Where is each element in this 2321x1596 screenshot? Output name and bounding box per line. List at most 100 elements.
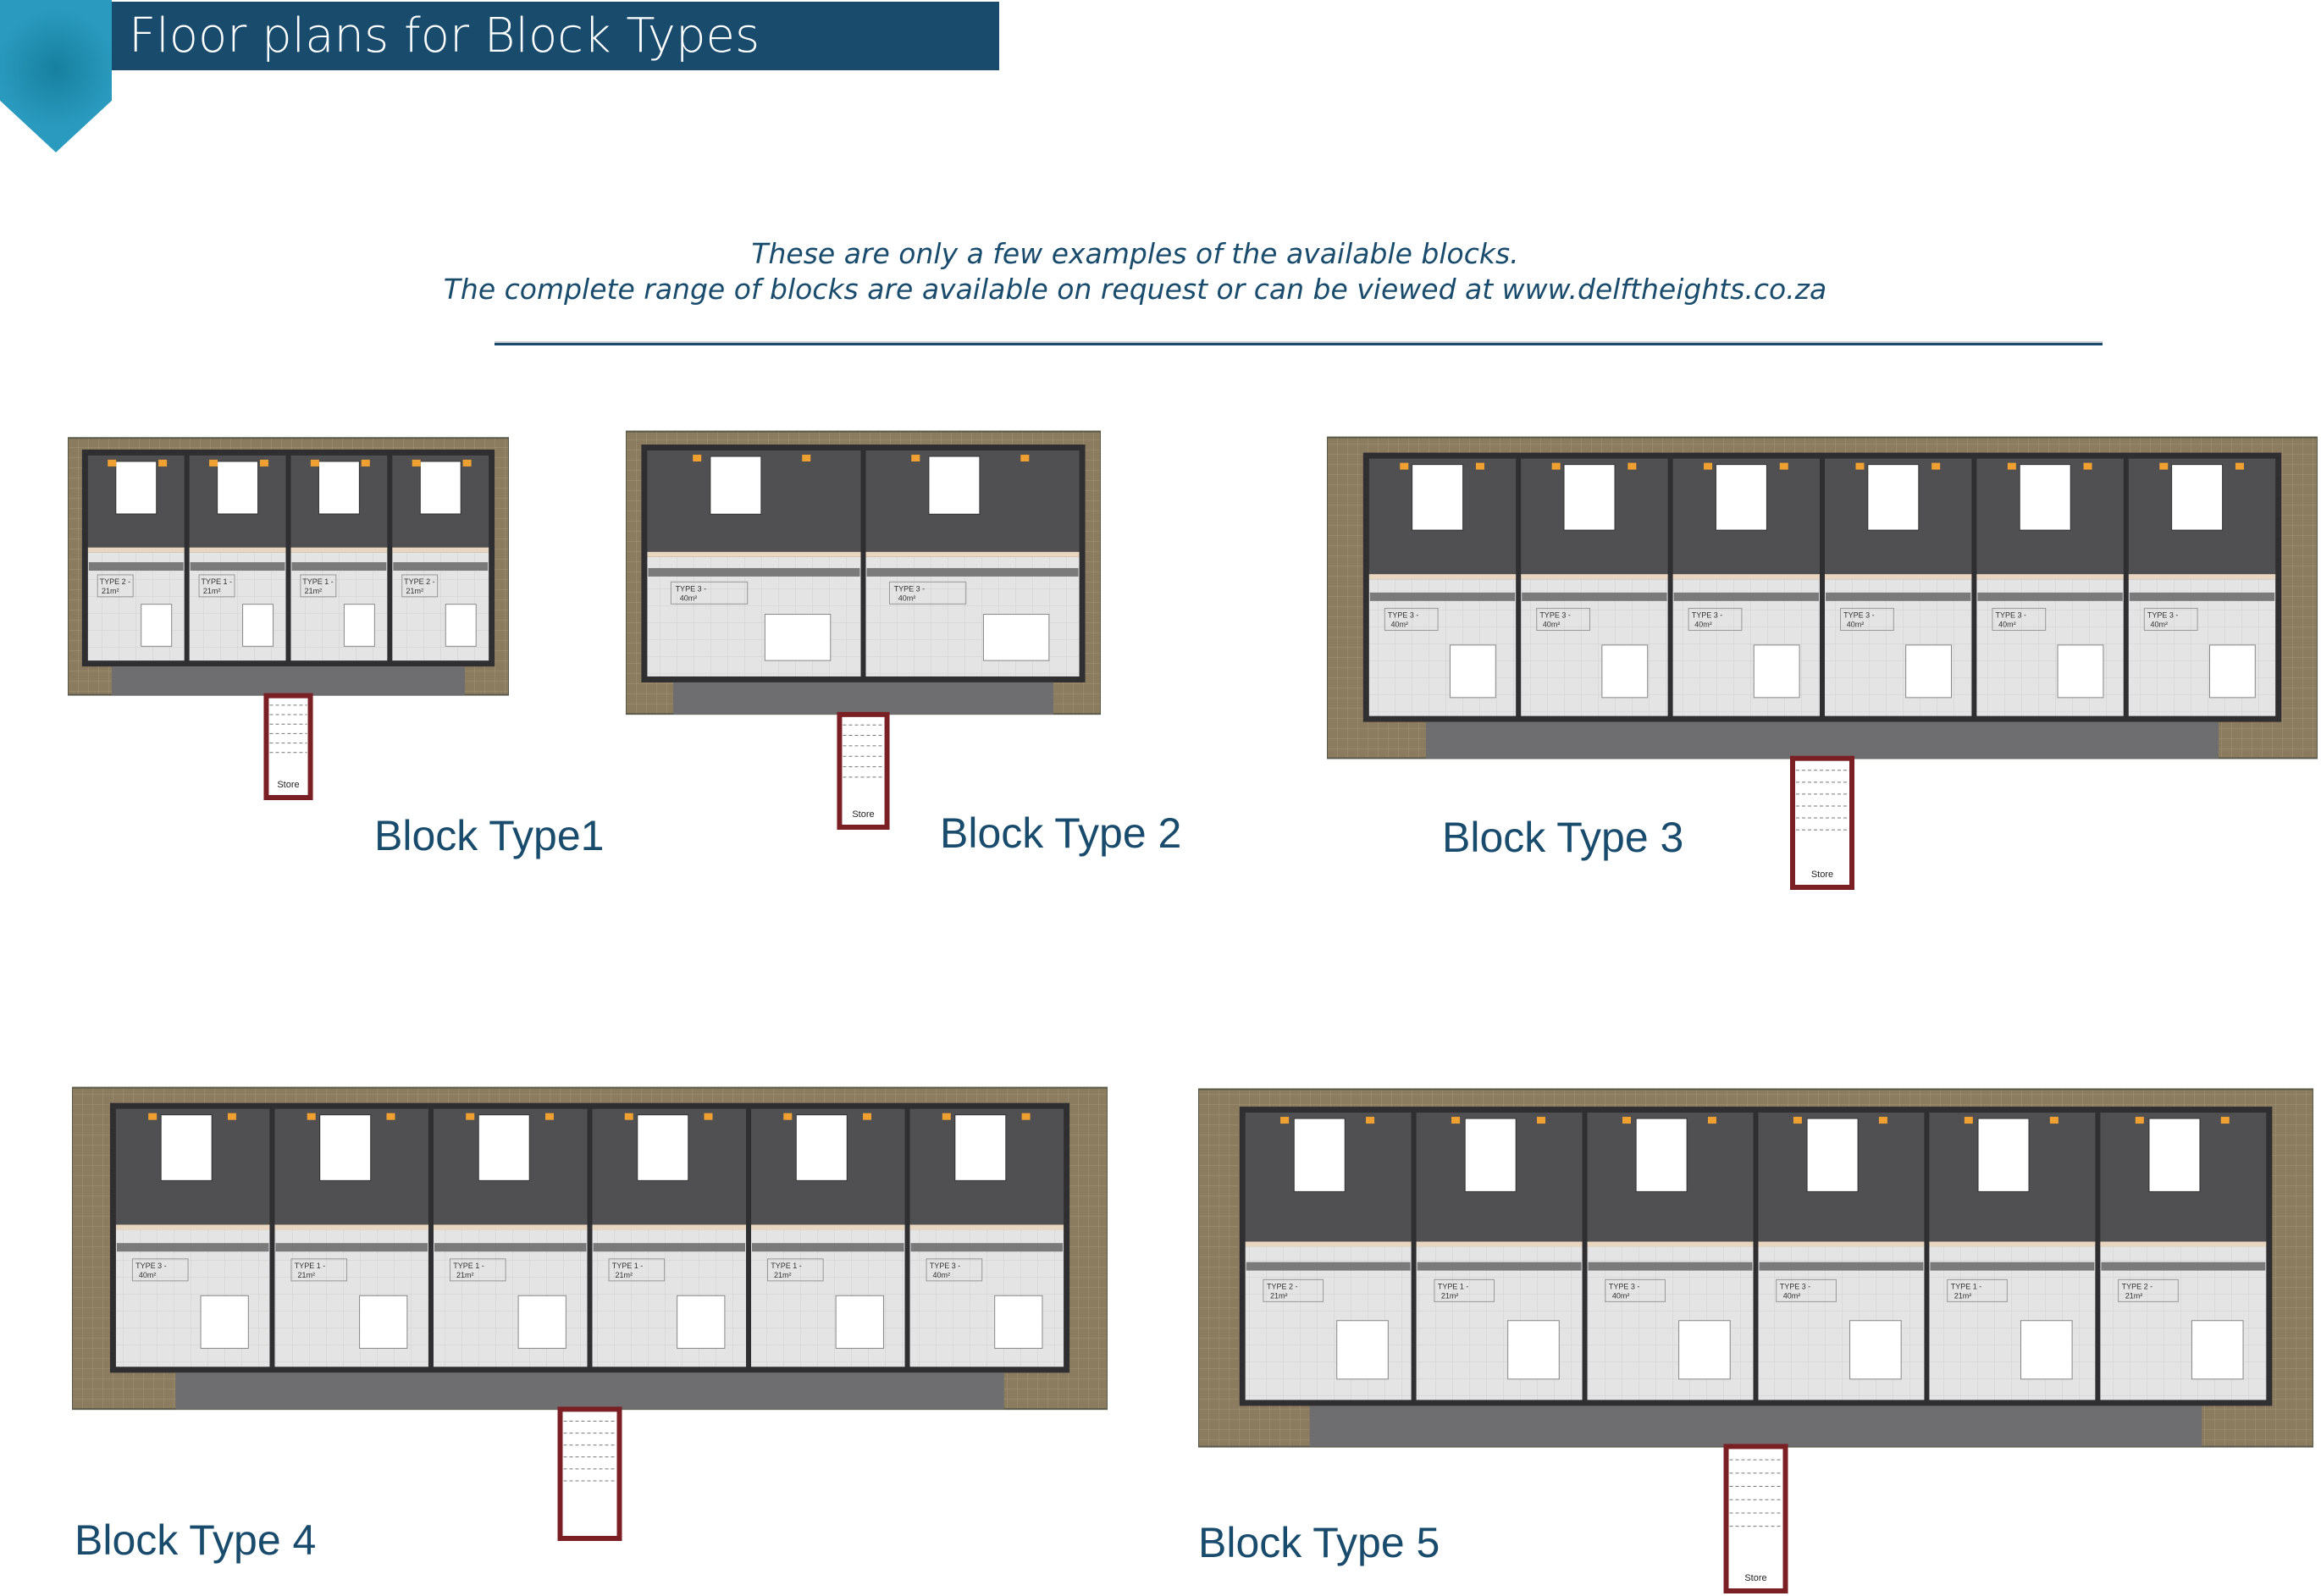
unit-area-label: 21m² <box>1270 1291 1288 1300</box>
lamp-icon <box>310 459 319 467</box>
interior-wall <box>115 1224 270 1230</box>
interior-wall <box>2100 1241 2267 1247</box>
bed-icon <box>710 456 762 515</box>
unit: TYPE 3 -40m² <box>1825 458 1972 716</box>
unit-type-label: TYPE 2 - <box>404 577 435 586</box>
lamp-icon <box>148 1113 157 1120</box>
unit-type-label: TYPE 1 - <box>302 577 334 586</box>
bath-icon <box>445 604 477 647</box>
unit-area-label: 21m² <box>616 1271 633 1279</box>
interior-wall <box>1587 1241 1754 1247</box>
interior-wall <box>1368 574 1517 580</box>
lamp-icon <box>1475 462 1484 470</box>
intro-line-2: The complete range of blocks are availab… <box>443 273 1827 306</box>
unit-label-box <box>1776 1278 1837 1302</box>
kitchen-counter <box>1673 592 1819 601</box>
lamp-icon <box>911 455 920 462</box>
lamp-icon <box>108 459 117 467</box>
interior-wall <box>1672 574 1820 580</box>
interior-wall <box>189 547 286 553</box>
unit-area-label: 21m² <box>2125 1291 2143 1300</box>
bed-icon <box>115 461 157 515</box>
lamp-icon <box>1280 1117 1290 1124</box>
bed-icon <box>928 456 981 515</box>
unit-type-label: TYPE 2 - <box>1267 1282 1298 1290</box>
stairwell <box>837 711 890 830</box>
bath-icon <box>1678 1320 1731 1380</box>
unit: TYPE 1 -21m² <box>189 455 286 661</box>
unit: TYPE 3 -40m² <box>2128 458 2276 716</box>
lamp-icon <box>1400 462 1409 470</box>
bed-icon <box>1635 1118 1688 1192</box>
unit-label-box <box>1688 607 1743 631</box>
lamp-icon <box>802 455 811 462</box>
unit: TYPE 3 -40m² <box>1521 458 1668 716</box>
lamp-icon <box>361 459 370 467</box>
kitchen-counter <box>648 567 860 577</box>
kitchen-counter <box>434 1243 587 1252</box>
bed-icon <box>419 461 461 515</box>
unit-label-box <box>1840 607 1894 631</box>
block-label-2: Block Type 2 <box>940 809 1182 857</box>
page-title: Floor plans for Block Types <box>129 8 760 64</box>
unit-label-box <box>1536 607 1591 631</box>
unit-label-box <box>1947 1278 2008 1302</box>
unit-type-label: TYPE 3 - <box>1996 610 2027 619</box>
unit-area-label: 40m² <box>1847 620 1865 628</box>
bath-icon <box>1449 644 1496 699</box>
bath-icon <box>994 1295 1043 1349</box>
unit-area-label: 21m² <box>305 587 323 595</box>
unit-label-box <box>198 574 235 598</box>
interior-wall <box>87 547 185 553</box>
store-label: Store <box>1811 870 1833 880</box>
bath-icon <box>1336 1320 1389 1380</box>
lamp-icon <box>2135 1117 2144 1124</box>
unit: TYPE 3 -40m² <box>1587 1113 1754 1400</box>
unit-label-box <box>1263 1278 1324 1302</box>
unit-type-label: TYPE 3 - <box>930 1262 961 1270</box>
unit-area-label: 21m² <box>203 587 221 595</box>
divider <box>495 343 2103 345</box>
unit-area-label: 21m² <box>456 1271 474 1279</box>
unit: TYPE 1 -21m² <box>290 455 388 661</box>
unit: TYPE 2 -21m² <box>1245 1113 1412 1400</box>
unit: TYPE 3 -40m² <box>1976 458 2124 716</box>
unit: TYPE 1 -21m² <box>274 1108 428 1367</box>
lamp-icon <box>1779 462 1788 470</box>
unit-area-label: 40m² <box>933 1271 951 1279</box>
unit-type-label: TYPE 3 - <box>1539 610 1571 619</box>
corridor <box>1309 1405 2202 1447</box>
corridor <box>175 1372 1004 1410</box>
exterior-wall <box>1239 1107 2273 1406</box>
unit-area-label: 40m² <box>680 594 698 602</box>
unit-label-box <box>1384 607 1439 631</box>
unit-type-label: TYPE 3 - <box>2147 610 2179 619</box>
interior-wall <box>2128 574 2276 580</box>
interior-wall <box>1929 1241 2096 1247</box>
unit-label-box <box>926 1258 983 1282</box>
bath-icon <box>1849 1320 1902 1380</box>
unit: TYPE 1 -21m² <box>1929 1113 2096 1400</box>
bed-icon <box>1715 464 1767 531</box>
unit-area-label: 40m² <box>1998 620 2016 628</box>
unit-type-label: TYPE 3 - <box>135 1262 167 1270</box>
lamp-icon <box>2049 1117 2059 1124</box>
kitchen-counter <box>116 1243 269 1252</box>
kitchen-counter <box>190 562 285 572</box>
interior-wall <box>392 547 489 553</box>
unit-type-label: TYPE 1 - <box>201 577 232 586</box>
kitchen-counter <box>2101 1262 2266 1271</box>
bed-icon <box>478 1114 530 1181</box>
intro-line-1: These are only a few examples of the ava… <box>751 237 1519 270</box>
bed-icon <box>2019 464 2071 531</box>
lamp-icon <box>158 459 168 467</box>
kitchen-counter <box>291 562 387 572</box>
bed-icon <box>1293 1118 1346 1192</box>
bath-icon <box>2208 644 2256 699</box>
